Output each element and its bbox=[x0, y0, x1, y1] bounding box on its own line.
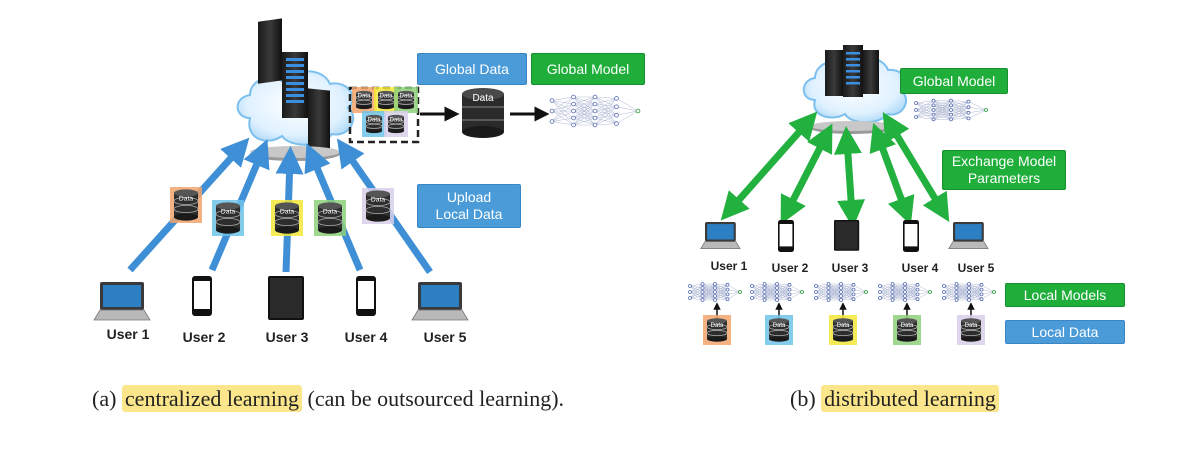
local-data-database-icon-1-label: Data bbox=[179, 196, 193, 203]
phone-icon-user-4 bbox=[356, 276, 376, 316]
mini-database-icon-3-label: Data bbox=[400, 93, 413, 99]
left-user-2-label: User 2 bbox=[182, 329, 226, 345]
distributed-diagram: Data Data Data Data Data bbox=[688, 45, 996, 345]
local-data-database-icon-3: Data bbox=[271, 200, 303, 236]
global-model-neural-network-icon-right bbox=[914, 98, 988, 122]
mini-database-icon-5: Data bbox=[384, 111, 408, 137]
right-user-1-label: User 1 bbox=[710, 259, 748, 273]
global-data-label: Global Data bbox=[417, 53, 527, 85]
cloud-server-icon-right bbox=[802, 45, 908, 134]
mini-database-icon-1-label: Data bbox=[358, 93, 371, 99]
upload-local-data-label: Upload Local Data bbox=[417, 184, 521, 228]
right-user-4-label: User 4 bbox=[901, 261, 939, 275]
local-db-right-4: Data bbox=[893, 315, 921, 345]
mini-database-icon-5-label: Data bbox=[390, 117, 403, 123]
local-models-label: Local Models bbox=[1005, 283, 1125, 307]
caption-a-suffix: (can be outsourced learning). bbox=[302, 386, 565, 411]
local-model-nn-4 bbox=[878, 282, 932, 302]
exchange-line-1: Exchange Model bbox=[951, 153, 1057, 169]
global-data-database-icon: Data bbox=[462, 88, 504, 138]
nn-global-right bbox=[914, 98, 988, 122]
local-db-right-2: Data bbox=[765, 315, 793, 345]
mini-database-icon-4-label: Data bbox=[368, 117, 381, 123]
global-db-label: Data bbox=[472, 93, 494, 104]
tablet-icon-right-user-3 bbox=[834, 220, 860, 251]
local-model-nn-3 bbox=[814, 282, 868, 302]
tablet-icon-user-3 bbox=[268, 276, 304, 320]
left-user-3-label: User 3 bbox=[265, 329, 309, 345]
right-user-5-label: User 5 bbox=[957, 261, 995, 275]
mini-database-icon-2-label: Data bbox=[380, 93, 393, 99]
local-data-database-icon-2: Data bbox=[212, 200, 244, 236]
global-model-label-right: Global Model bbox=[900, 68, 1008, 94]
exchange-arrows bbox=[720, 111, 950, 228]
local-db-right-4-label: Data bbox=[901, 323, 914, 329]
local-data-database-icon-4-label: Data bbox=[323, 209, 337, 216]
local-db-right-5: Data bbox=[957, 315, 985, 345]
local-data-database-icon-5-label: Data bbox=[371, 197, 385, 204]
upload-line-2: Local Data bbox=[435, 206, 503, 222]
local-data-database-icon-3-label: Data bbox=[280, 209, 294, 216]
upload-line-1: Upload bbox=[446, 189, 492, 205]
caption-a-highlight: centralized learning bbox=[121, 385, 302, 412]
right-user-3-label: User 3 bbox=[831, 261, 869, 275]
local-model-nn-5 bbox=[942, 282, 996, 302]
left-user-5-label: User 5 bbox=[423, 329, 467, 345]
left-user-1-label: User 1 bbox=[106, 326, 150, 342]
local-data-database-icon-2-label: Data bbox=[221, 209, 235, 216]
mini-database-icon-1: Data bbox=[352, 87, 376, 113]
local-db-right-1-label: Data bbox=[711, 323, 724, 329]
exchange-model-parameters-label: Exchange Model Parameters bbox=[942, 150, 1066, 190]
laptop-icon-right-user-1 bbox=[700, 222, 741, 249]
caption-distributed: (b) distributed learning bbox=[790, 385, 999, 412]
local-db-right-1: Data bbox=[703, 315, 731, 345]
caption-b-prefix: (b) bbox=[790, 386, 822, 411]
local-db-right-2-label: Data bbox=[773, 323, 786, 329]
phone-icon-user-2 bbox=[192, 276, 212, 316]
local-data-database-icon-1: Data bbox=[170, 187, 202, 223]
laptop-icon-right-user-5 bbox=[948, 222, 989, 249]
exchange-arrow-user-2 bbox=[780, 123, 833, 225]
mini-database-icon-4: Data bbox=[362, 111, 386, 137]
local-db-right-3-label: Data bbox=[837, 323, 850, 329]
left-user-4-label: User 4 bbox=[344, 329, 388, 345]
local-data-database-icon-4: Data bbox=[314, 200, 346, 236]
exchange-arrow-user-3 bbox=[833, 126, 866, 228]
local-db-right-3: Data bbox=[829, 315, 857, 345]
global-model-neural-network-icon bbox=[549, 94, 641, 128]
phone-icon-right-user-4 bbox=[903, 220, 919, 252]
laptop-icon-user-1 bbox=[93, 282, 151, 321]
caption-b-highlight: distributed learning bbox=[821, 385, 999, 412]
nn-global-left bbox=[549, 94, 641, 128]
local-model-nn-1 bbox=[688, 282, 742, 302]
local-db-right-5-label: Data bbox=[965, 323, 978, 329]
right-user-2-label: User 2 bbox=[771, 261, 809, 275]
caption-a-prefix: (a) bbox=[92, 386, 122, 411]
local-data-label: Local Data bbox=[1005, 320, 1125, 344]
cloud-server-icon bbox=[236, 18, 355, 161]
laptop-icon-user-5 bbox=[411, 282, 469, 321]
local-model-nn-2 bbox=[750, 282, 804, 302]
phone-icon-right-user-2 bbox=[778, 220, 794, 252]
exchange-arrow-user-5 bbox=[882, 112, 950, 222]
local-data-database-icon-5: Data bbox=[362, 188, 394, 224]
exchange-line-2: Parameters bbox=[967, 170, 1041, 186]
mini-database-icon-3: Data bbox=[394, 87, 418, 113]
global-model-label: Global Model bbox=[531, 53, 645, 85]
caption-centralized: (a) centralized learning (can be outsour… bbox=[92, 385, 565, 412]
